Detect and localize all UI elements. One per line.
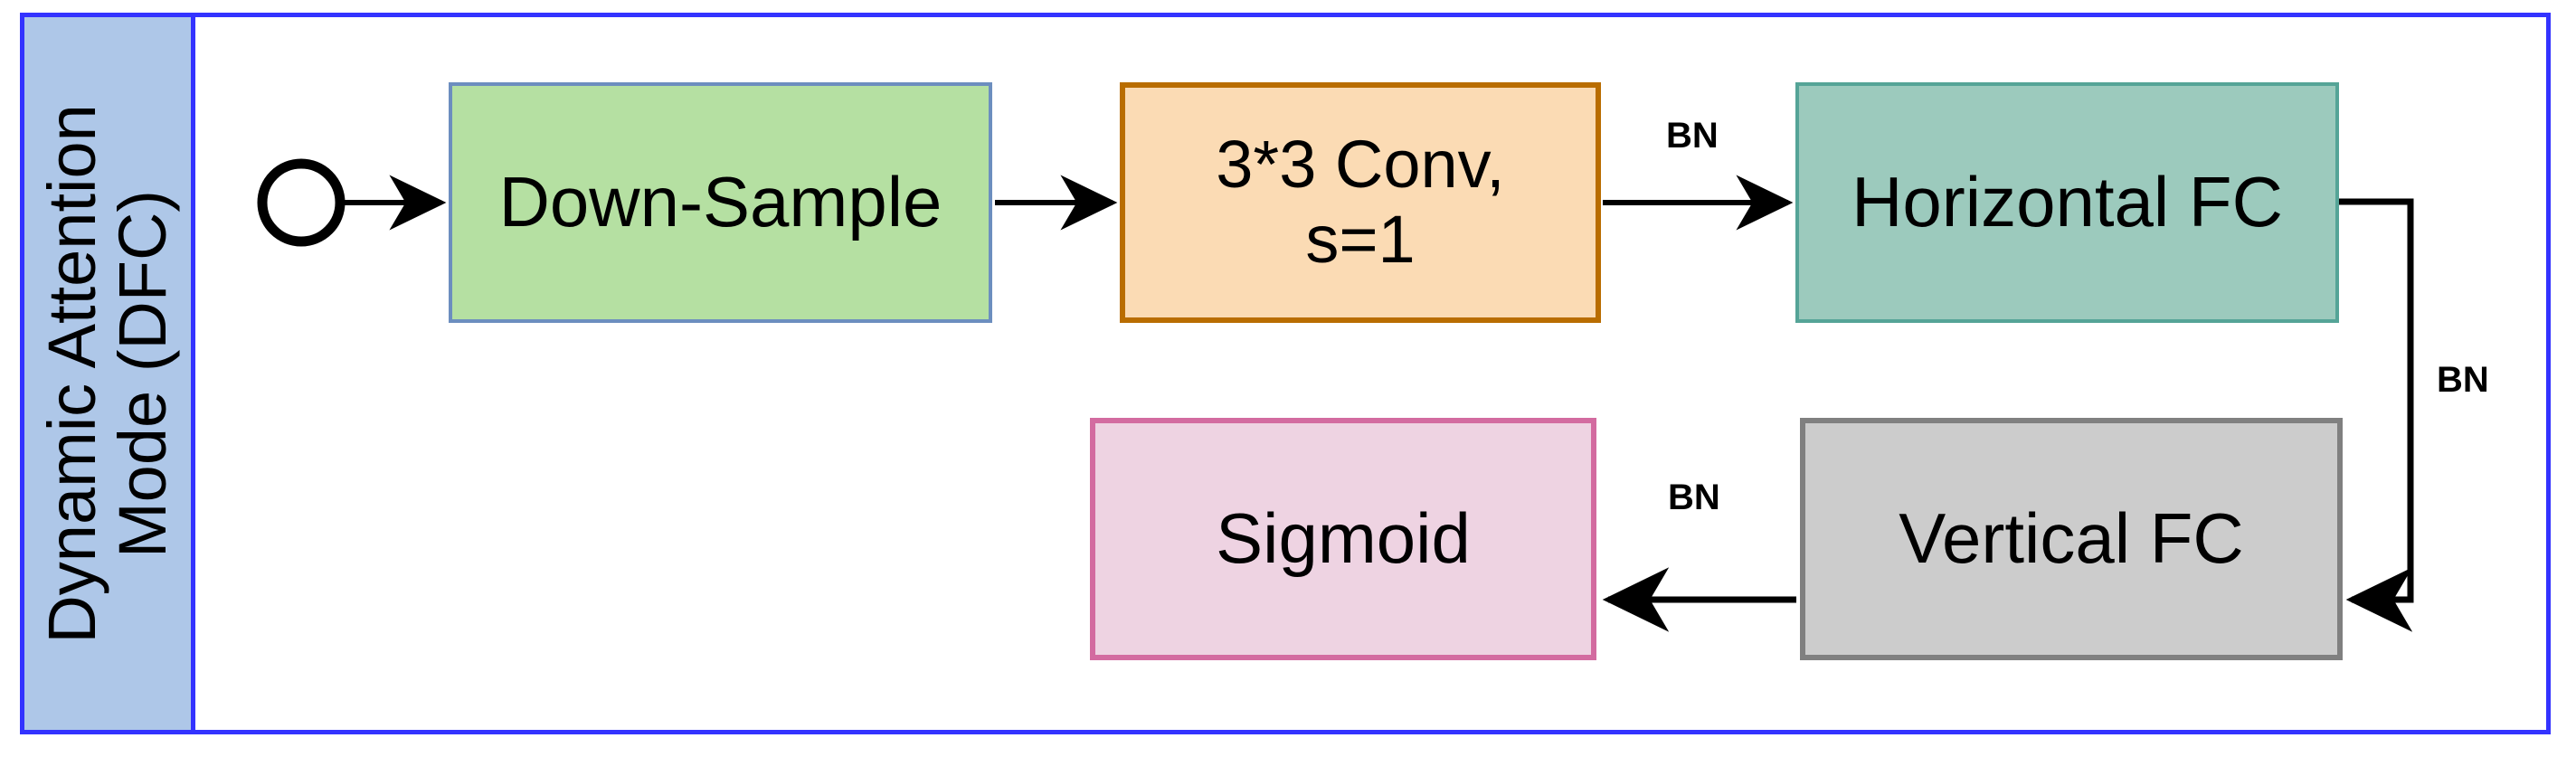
node-sigmoid[interactable]: Sigmoid (1090, 418, 1596, 660)
node-vertical-fc-label: Vertical FC (1899, 498, 2244, 579)
node-conv-label: 3*3 Conv, s=1 (1216, 127, 1505, 278)
node-vertical-fc[interactable]: Vertical FC (1800, 418, 2343, 660)
node-conv-label-line-1: 3*3 Conv, (1216, 127, 1505, 203)
page-title: Dynamic Attention Mode (DFC) (33, 103, 181, 644)
node-sigmoid-label: Sigmoid (1216, 498, 1471, 579)
node-conv-label-line-2: s=1 (1305, 202, 1416, 277)
page-title-line-1: Dynamic Attention (33, 103, 109, 644)
node-horizontal-fc[interactable]: Horizontal FC (1795, 82, 2339, 323)
edge-label-bn-verticalfc-to-sigmoid: BN (1664, 478, 1724, 518)
edge-label-bn-conv-to-horizontalfc: BN (1662, 116, 1722, 156)
node-conv[interactable]: 3*3 Conv, s=1 (1120, 82, 1601, 323)
title-panel: Dynamic Attention Mode (DFC) (20, 13, 195, 734)
edge-label-bn-horizontalfc-to-verticalfc: BN (2433, 360, 2493, 401)
node-horizontal-fc-label: Horizontal FC (1852, 162, 2283, 242)
node-down-sample-label: Down-Sample (498, 162, 942, 242)
page-title-line-2: Mode (DFC) (105, 189, 181, 558)
node-down-sample[interactable]: Down-Sample (449, 82, 992, 323)
